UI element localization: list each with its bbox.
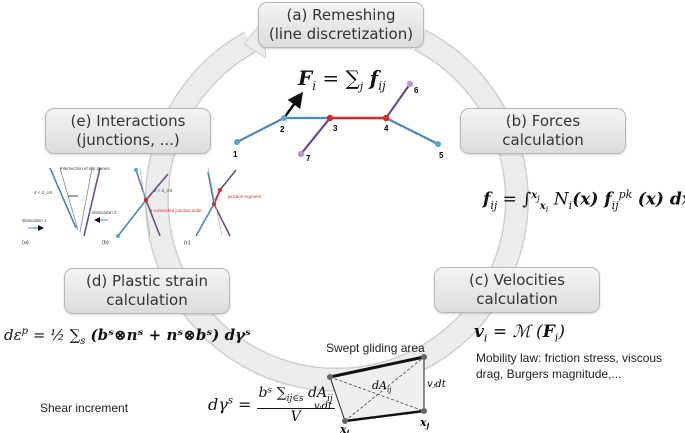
stage-interactions-subtitle: (junctions, ...) <box>76 131 180 149</box>
shear-increment-label: Shear increment <box>40 401 129 415</box>
stage-remeshing-subtitle: (line discretization) <box>268 25 414 43</box>
node-7 <box>297 150 305 158</box>
panel-a-dislocation-1: dislocation 1 <box>22 218 47 223</box>
node-2 <box>281 115 287 121</box>
node-label-3: 3 <box>333 124 338 133</box>
panel-b-connected: 4-connected junction node <box>150 208 202 213</box>
node-1 <box>234 139 240 145</box>
stage-plastic-strain: (d) Plastic strain calculation <box>64 268 230 314</box>
quad-vj-label: vⱼdt <box>427 379 447 390</box>
quad-area-label: dAij <box>372 379 392 394</box>
stage-interactions: (e) Interactions (junctions, ...) <box>45 108 211 154</box>
node-label-7: 7 <box>306 154 311 163</box>
stage-velocities: (c) Velocities calculation <box>434 267 600 313</box>
panel-a-label: (a) <box>22 240 29 246</box>
panel-c-label: (c) <box>184 240 191 246</box>
swept-area-label: Swept gliding area <box>326 341 425 355</box>
node-label-2: 2 <box>280 125 285 134</box>
equation-plastic-strain: dεp = ½ ∑s (bˢ⊗nˢ + nˢ⊗bˢ) dγˢ <box>4 326 251 347</box>
stage-velocities-subtitle: calculation <box>476 290 558 308</box>
swept-area: dAij vᵢdt vⱼdt xi xj <box>314 354 447 433</box>
stage-remeshing: (a) Remeshing (line discretization) <box>258 2 424 48</box>
quad-xi-label: xi <box>339 423 350 433</box>
node-label-6: 6 <box>414 86 419 95</box>
node-4 <box>382 114 390 122</box>
quad-vi-label: vᵢdt <box>314 401 333 412</box>
panel-c-junction-label: junction segment <box>227 194 262 199</box>
equation-shear-increment: dγs = bˢ ∑ij∈s dAij V <box>208 385 335 425</box>
equation-segment-force: fij = ∫xjxi Ni(x) fijpk (x) dx <box>483 188 685 215</box>
stage-plastic-strain-subtitle: calculation <box>106 291 188 309</box>
equation-node-force: Fi = ∑j fij <box>298 66 386 93</box>
panel-b-label: (b) <box>102 240 109 246</box>
force-arrow <box>282 91 304 119</box>
panel-a-dislocation-2: dislocation 2 <box>92 210 117 215</box>
panel-a-intersection: Intersection of slip planes <box>60 166 110 171</box>
node-6 <box>406 80 414 88</box>
stage-velocities-title: (c) Velocities <box>469 271 565 289</box>
panel-b-distance: d < d_crit <box>154 188 173 193</box>
node-3 <box>326 114 334 122</box>
node-label-1: 1 <box>233 150 238 159</box>
stage-forces-subtitle: calculation <box>502 131 584 149</box>
equation-velocity: vi = ℳ (Fi) <box>474 322 565 345</box>
panel-a-distance: d < d_crit <box>34 190 53 195</box>
quad-xj-label: xj <box>419 416 430 430</box>
stage-forces: (b) Forces calculation <box>460 108 626 154</box>
node-5 <box>435 141 441 147</box>
stage-interactions-title: (e) Interactions <box>70 112 186 130</box>
stage-forces-title: (b) Forces <box>505 112 581 130</box>
node-label-5: 5 <box>439 151 444 160</box>
stage-plastic-strain-title: (d) Plastic strain <box>85 272 208 290</box>
stage-remeshing-title: (a) Remeshing <box>286 6 396 24</box>
mobility-law-note: Mobility law: friction stress, viscous d… <box>476 351 663 381</box>
dislocation-line: 1 2 3 4 5 6 7 <box>233 80 444 163</box>
node-label-4: 4 <box>384 124 389 133</box>
interaction-panels: Intersection of slip planes d < d_crit d… <box>22 166 262 246</box>
